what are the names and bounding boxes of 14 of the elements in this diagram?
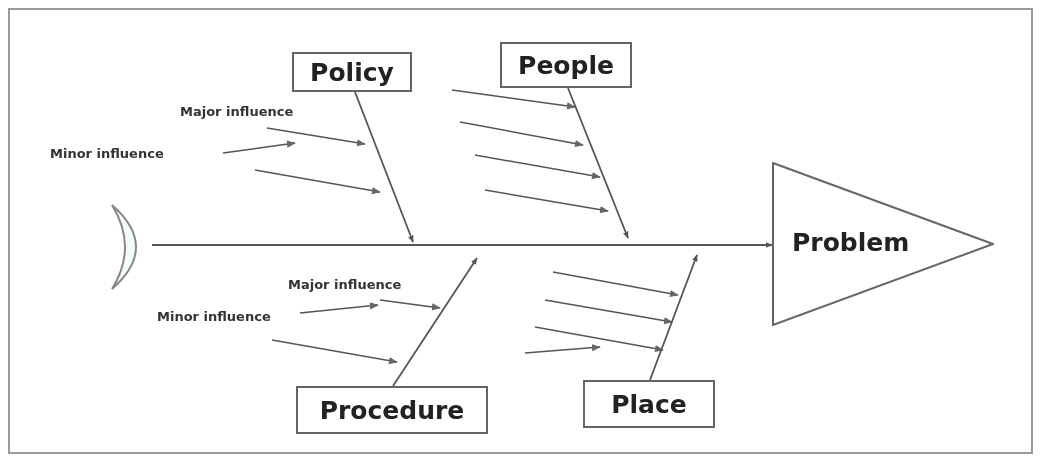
arrow xyxy=(151,242,773,248)
influence-label: Minor influence xyxy=(50,146,164,161)
category-box: Procedure xyxy=(296,386,488,434)
arrow xyxy=(649,254,698,381)
influence-label: Major influence xyxy=(180,104,294,119)
influence-label: Minor influence xyxy=(157,309,271,324)
arrow xyxy=(567,87,629,239)
category-box: Place xyxy=(583,380,715,428)
problem-head: Problem xyxy=(772,162,994,326)
arrow xyxy=(354,91,414,243)
category-box: People xyxy=(500,42,632,88)
category-box: Policy xyxy=(292,52,412,92)
arrow xyxy=(392,257,478,387)
influence-label: Major influence xyxy=(288,277,402,292)
